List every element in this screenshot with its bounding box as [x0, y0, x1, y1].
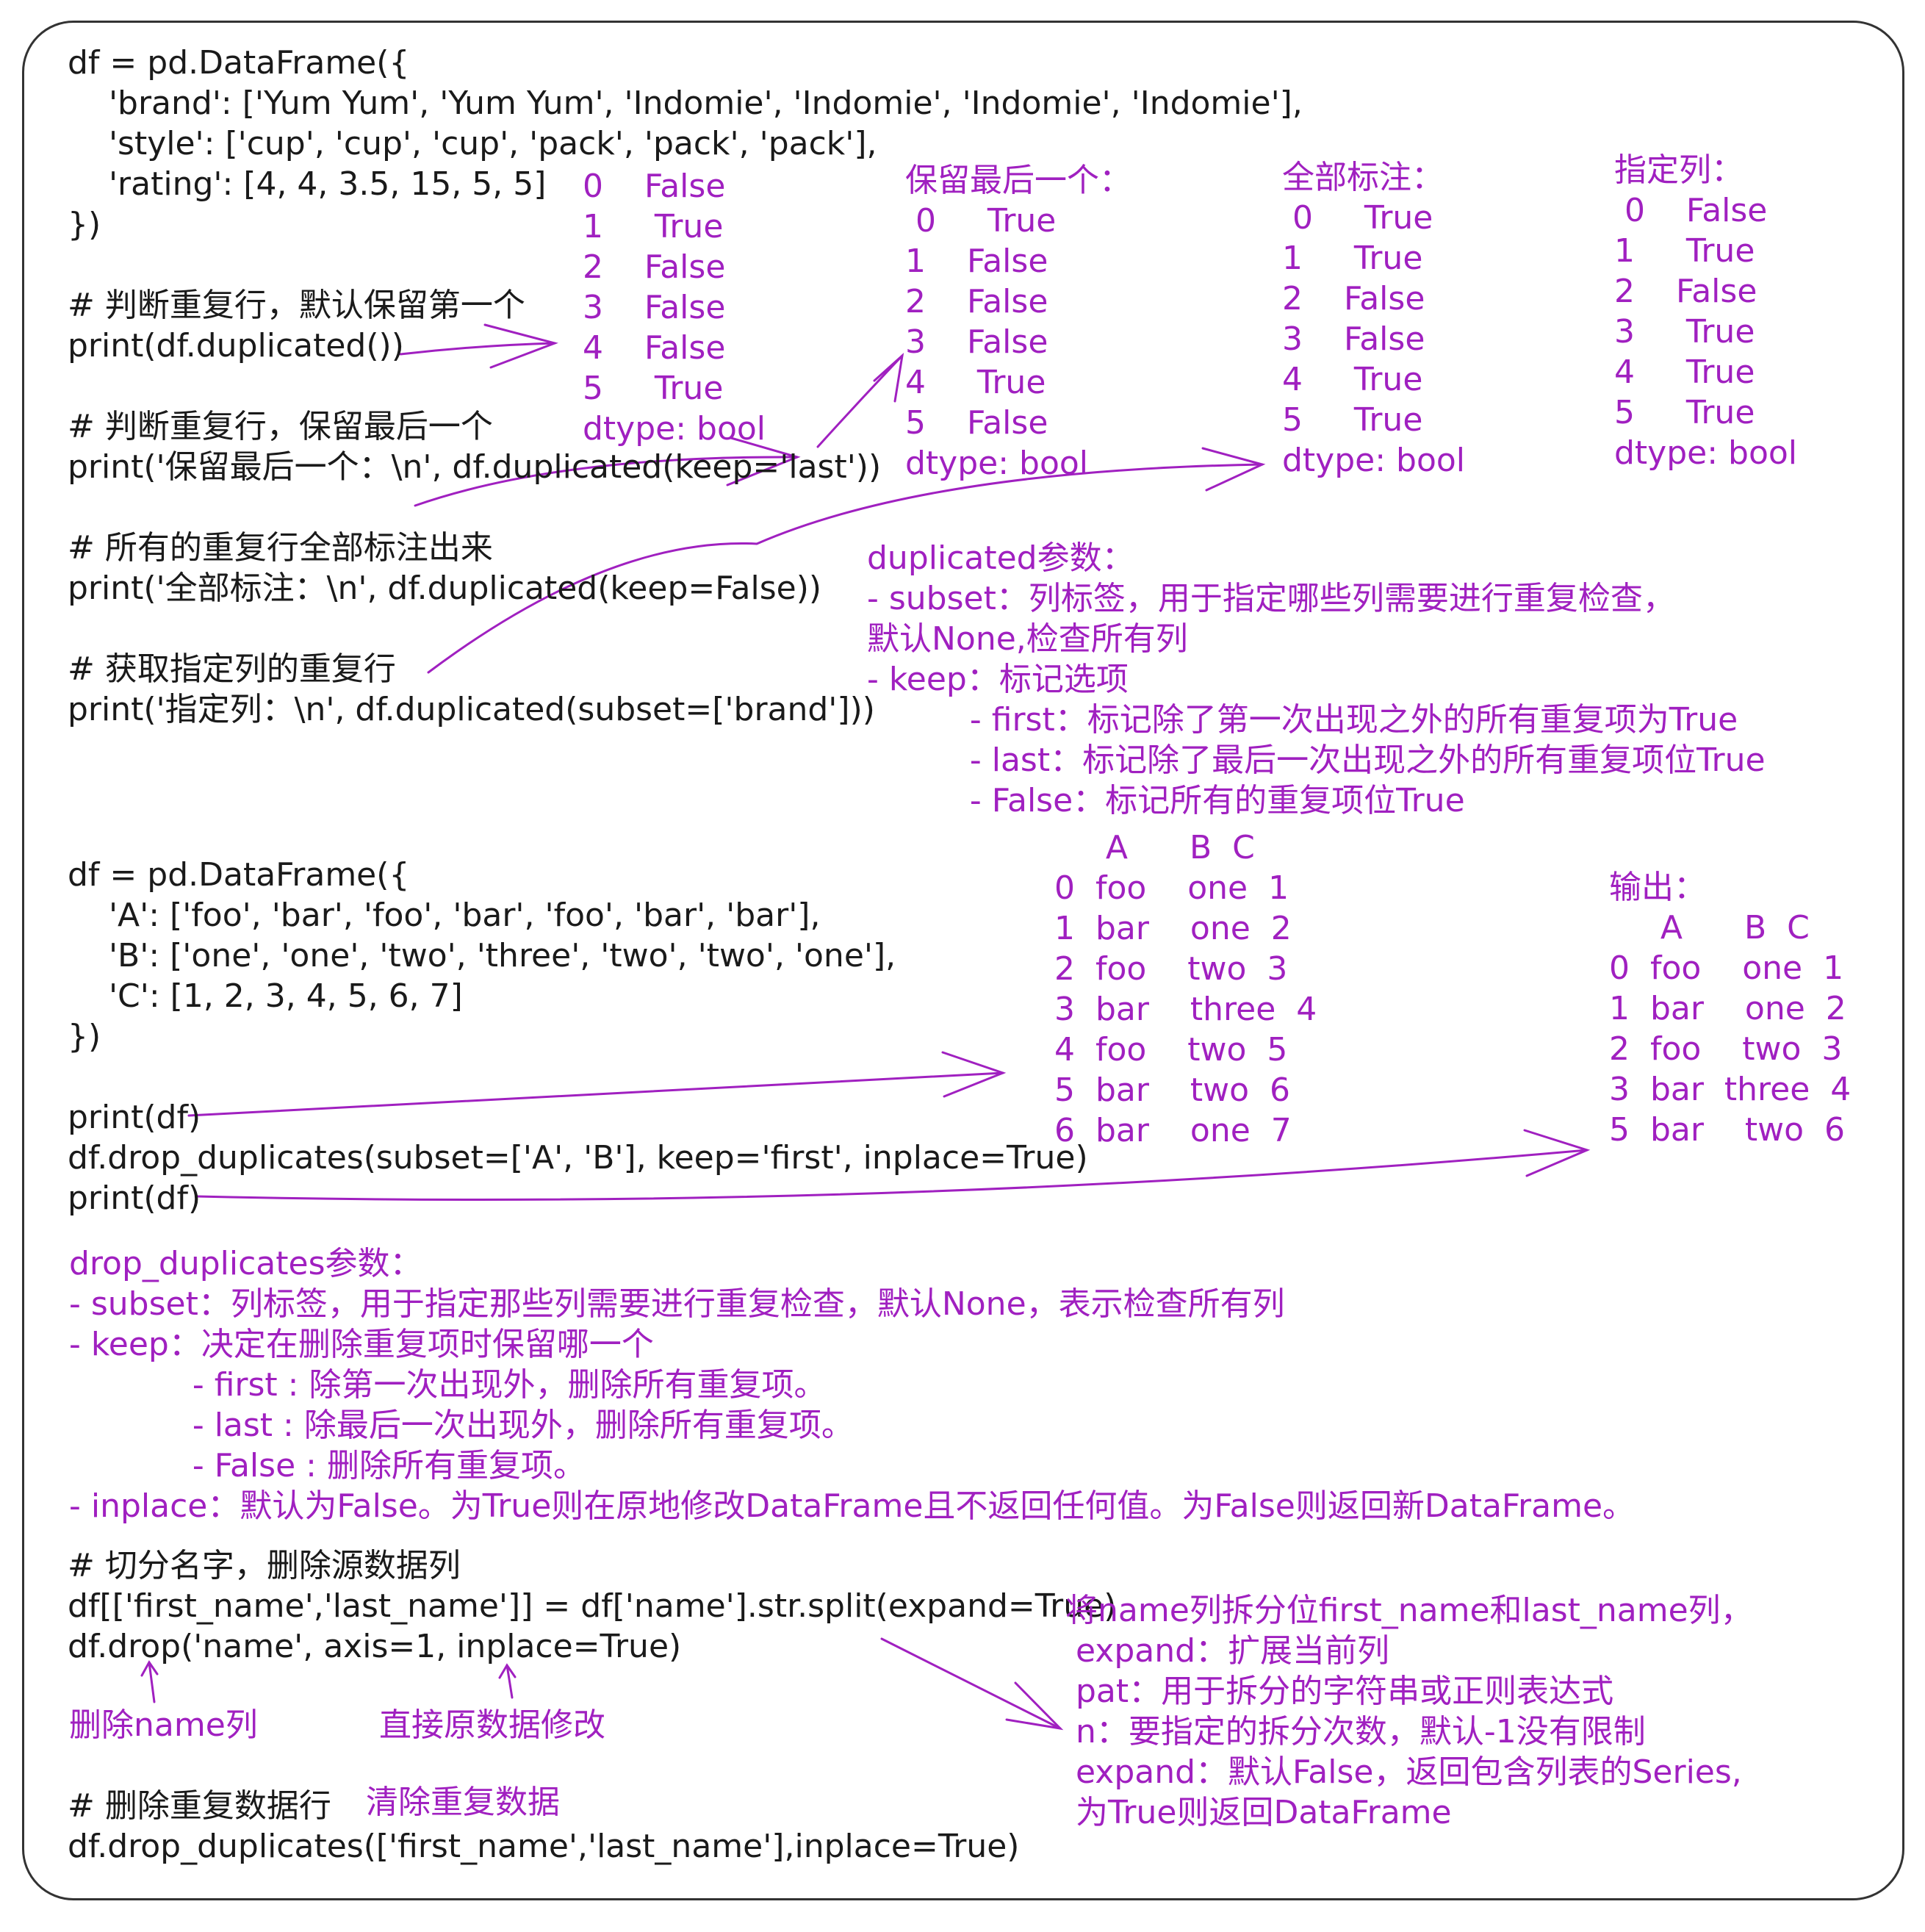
out-last-line: 0 True — [905, 202, 1057, 240]
drop-params-line: - False : 删除所有重复项。 — [69, 1447, 586, 1484]
code3-line: df.drop('name', axis=1, inplace=True) — [68, 1628, 682, 1665]
code1-line: # 判断重复行，保留最后一个 — [68, 408, 493, 445]
out-false-line: 5 True — [1282, 401, 1423, 439]
split-notes-line: expand：默认False，返回包含列表的Series, — [1065, 1753, 1742, 1791]
dup-params-line: duplicated参数： — [867, 539, 1134, 577]
split-notes-line: expand：扩展当前列 — [1065, 1632, 1390, 1670]
note-card — [22, 21, 1904, 1900]
df-table-line: 0 foo one 1 — [1054, 869, 1289, 907]
drop-params-line: - last : 除最后一次出现外，删除所有重复项。 — [69, 1407, 854, 1444]
code2-line: 'B': ['one', 'one', 'two', 'three', 'two… — [68, 937, 896, 974]
out-first-line: 5 True — [583, 370, 724, 407]
out-false-line: 0 True — [1282, 199, 1433, 237]
drop-params-line: drop_duplicates参数： — [69, 1245, 422, 1282]
df-table-line: 2 foo two 3 — [1054, 950, 1288, 988]
drop-params-line: - inplace：默认为False。为True则在原地修改DataFrame且… — [69, 1487, 1636, 1525]
split-notes-line: 将name列拆分位first_name和last_name列， — [1065, 1592, 1753, 1629]
code2-line: 'A': ['foo', 'bar', 'foo', 'bar', 'foo',… — [68, 897, 821, 934]
dup-params-line: 默认None,检查所有列 — [867, 620, 1188, 658]
out-false-line: dtype: bool — [1282, 442, 1466, 479]
out-last-line: 2 False — [905, 283, 1048, 320]
note-direct-modify: 直接原数据修改 — [379, 1706, 605, 1744]
out-first-line: dtype: bool — [583, 410, 766, 448]
code1-line: print(df.duplicated()) — [68, 327, 404, 365]
df-table-line: 3 bar three 4 — [1054, 991, 1317, 1028]
code1-line: # 判断重复行，默认保留第一个 — [68, 287, 525, 324]
split-notes-line: 为True则返回DataFrame — [1065, 1794, 1452, 1831]
drop-params-line: - first : 除第一次出现外，删除所有重复项。 — [69, 1366, 827, 1404]
code4-line: df.drop_duplicates(['first_name','last_n… — [68, 1828, 1020, 1865]
df-output-line: 1 bar one 2 — [1609, 990, 1846, 1027]
out-last-line: 4 True — [905, 364, 1046, 401]
note-drop-name-column: 删除name列 — [69, 1706, 258, 1744]
code2-line: }) — [68, 1018, 101, 1055]
out-subset-line: 2 False — [1614, 273, 1757, 310]
code1-line: print('保留最后一个：\n', df.duplicated(keep='l… — [68, 448, 882, 486]
out-last-line: dtype: bool — [905, 445, 1089, 482]
out-false-line: 3 False — [1282, 320, 1425, 358]
code1-line: 'style': ['cup', 'cup', 'cup', 'pack', '… — [68, 125, 877, 162]
out-false-line: 1 True — [1282, 240, 1423, 277]
df-output-line: 0 foo one 1 — [1609, 949, 1844, 987]
df-table-line: 4 foo two 5 — [1054, 1031, 1288, 1069]
code3-line: # 切分名字，删除源数据列 — [68, 1547, 461, 1584]
split-notes-line: pat：用于拆分的字符串或正则表达式 — [1065, 1673, 1614, 1710]
dup-params-line: - subset：列标签，用于指定哪些列需要进行重复检查， — [867, 580, 1675, 617]
out-first-line: 1 True — [583, 208, 724, 245]
code2-line: print(df) — [68, 1099, 201, 1136]
out-subset-line: 4 True — [1614, 353, 1755, 391]
dup-params-line: - first：标记除了第一次出现之外的所有重复项为True — [867, 701, 1738, 739]
out-subset-line: 3 True — [1614, 313, 1755, 351]
df-output-line: 输出： — [1609, 869, 1706, 906]
df-table-line: 5 bar two 6 — [1054, 1071, 1291, 1109]
code1-line: # 获取指定列的重复行 — [68, 650, 396, 688]
df-table-line: 1 bar one 2 — [1054, 910, 1292, 947]
out-subset-line: 指定列： — [1614, 151, 1744, 189]
df-output-line: 5 bar two 6 — [1609, 1111, 1846, 1149]
drop-params-line: - keep：决定在删除重复项时保留哪一个 — [69, 1326, 654, 1363]
code1-line: 'brand': ['Yum Yum', 'Yum Yum', 'Indomie… — [68, 85, 1303, 122]
df-output-line: 2 foo two 3 — [1609, 1030, 1843, 1068]
out-first-line: 4 False — [583, 329, 726, 367]
df-table-line: A B C — [1054, 829, 1255, 866]
code4-line: # 删除重复数据行 — [68, 1787, 331, 1825]
dup-params-line: - False：标记所有的重复项位True — [867, 782, 1465, 819]
split-notes-line: n：要指定的拆分次数，默认-1没有限制 — [1065, 1713, 1646, 1750]
out-first-line: 0 False — [583, 168, 726, 205]
out-subset-line: dtype: bool — [1614, 434, 1798, 472]
out-last-line: 保留最后一个： — [905, 162, 1131, 199]
dup-params-line: - keep：标记选项 — [867, 661, 1129, 698]
df-table-line: 6 bar one 7 — [1054, 1112, 1292, 1149]
out-last-line: 3 False — [905, 323, 1048, 361]
df-output-line: 3 bar three 4 — [1609, 1071, 1852, 1108]
out-last-line: 1 False — [905, 243, 1048, 280]
code1-line: df = pd.DataFrame({ — [68, 44, 410, 82]
out-first-line: 3 False — [583, 289, 726, 326]
code1-line: # 所有的重复行全部标注出来 — [68, 529, 493, 567]
df-output-line: A B C — [1609, 909, 1810, 947]
out-subset-line: 0 False — [1614, 192, 1768, 229]
code1-line: }) — [68, 206, 101, 243]
out-false-line: 2 False — [1282, 280, 1425, 317]
code2-line: df = pd.DataFrame({ — [68, 856, 410, 894]
out-subset-line: 5 True — [1614, 394, 1755, 431]
out-subset-line: 1 True — [1614, 232, 1755, 270]
code1-line: 'rating': [4, 4, 3.5, 15, 5, 5] — [68, 165, 547, 203]
out-false-line: 全部标注： — [1282, 159, 1444, 196]
code1-line: print('全部标注：\n', df.duplicated(keep=Fals… — [68, 570, 822, 607]
code2-line: df.drop_duplicates(subset=['A', 'B'], ke… — [68, 1139, 1088, 1177]
dup-params-line: - last：标记除了最后一次出现之外的所有重复项位True — [867, 741, 1766, 779]
out-false-line: 4 True — [1282, 361, 1423, 398]
out-first-line: 2 False — [583, 248, 726, 286]
code2-line: 'C': [1, 2, 3, 4, 5, 6, 7] — [68, 977, 463, 1015]
code2-line: print(df) — [68, 1179, 201, 1217]
drop-params-line: - subset：列标签，用于指定那些列需要进行重复检查，默认None，表示检查… — [69, 1285, 1285, 1323]
code1-line: print('指定列：\n', df.duplicated(subset=['b… — [68, 691, 875, 728]
out-last-line: 5 False — [905, 404, 1048, 442]
code3-line: df[['first_name','last_name']] = df['nam… — [68, 1587, 1117, 1625]
note-clean-duplicates: 清除重复数据 — [366, 1784, 560, 1821]
